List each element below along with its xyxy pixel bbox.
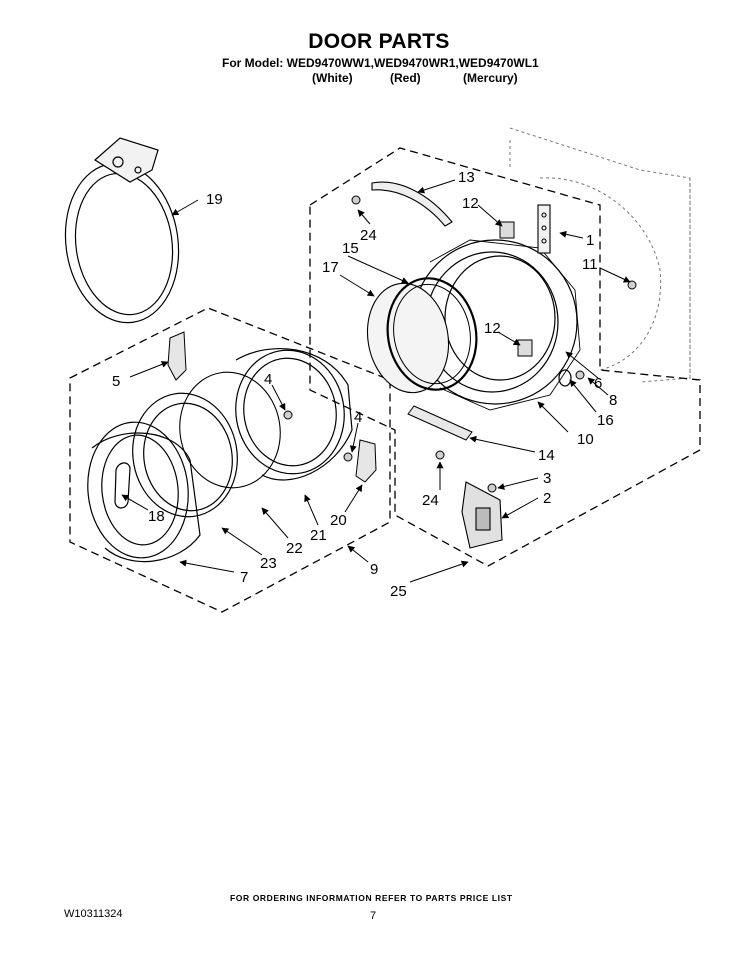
callout-19: 19 bbox=[206, 191, 223, 208]
inner-glass-22 bbox=[179, 371, 281, 489]
strike-12-upper bbox=[499, 221, 515, 239]
callout-2: 2 bbox=[543, 490, 551, 507]
document-number: W10311324 bbox=[64, 908, 123, 920]
door-window-18 bbox=[114, 462, 131, 509]
callout-25: 25 bbox=[390, 583, 407, 600]
door-assembly-box-25 bbox=[309, 147, 701, 567]
page-number: 7 bbox=[370, 910, 377, 922]
callout-24-lower: 24 bbox=[422, 492, 439, 509]
screws bbox=[283, 195, 637, 493]
callout-14: 14 bbox=[538, 447, 555, 464]
callout-12-upper: 12 bbox=[462, 195, 479, 212]
strike-12-lower bbox=[517, 339, 533, 357]
callout-16: 16 bbox=[597, 412, 614, 429]
leader-lines bbox=[121, 179, 631, 583]
callout-17: 17 bbox=[322, 259, 339, 276]
hinge-bracket-1 bbox=[537, 204, 551, 254]
callout-15: 15 bbox=[342, 240, 359, 257]
door-assembly-box-9 bbox=[69, 307, 391, 613]
callout-3: 3 bbox=[543, 470, 551, 487]
callout-23: 23 bbox=[260, 555, 277, 572]
seal-strip-14 bbox=[407, 405, 473, 441]
model-line: For Model: WED9470WW1,WED9470WR1,WED9470… bbox=[222, 56, 539, 70]
color-label-white: (White) bbox=[312, 71, 353, 85]
callout-18: 18 bbox=[148, 508, 165, 525]
color-label-red: (Red) bbox=[390, 71, 421, 85]
inner-door-21 bbox=[235, 348, 353, 481]
callout-1: 1 bbox=[586, 232, 594, 249]
dryer-cabinet-outline bbox=[509, 127, 691, 383]
hinge-cover-5 bbox=[167, 331, 187, 381]
callout-10: 10 bbox=[577, 431, 594, 448]
trim-ring-23 bbox=[132, 392, 238, 518]
color-label-mercury: (Mercury) bbox=[463, 71, 518, 85]
callout-13: 13 bbox=[458, 169, 475, 186]
callout-22: 22 bbox=[286, 540, 303, 557]
ordering-note: FOR ORDERING INFORMATION REFER TO PARTS … bbox=[230, 893, 513, 903]
rear-trim-ring bbox=[64, 137, 180, 324]
lock-switch-2 bbox=[461, 481, 503, 549]
bracket-20 bbox=[355, 439, 377, 483]
callout-4-right: 4 bbox=[354, 409, 362, 426]
door-glass-17 bbox=[366, 282, 450, 394]
callout-4-left: 4 bbox=[264, 371, 272, 388]
callout-11: 11 bbox=[582, 256, 598, 273]
door-gasket-15 bbox=[386, 277, 478, 391]
callout-20: 20 bbox=[330, 512, 347, 529]
outer-door-panel-7 bbox=[87, 421, 201, 563]
handle-13 bbox=[371, 181, 453, 227]
callout-21: 21 bbox=[310, 527, 327, 544]
washer-16 bbox=[558, 369, 572, 387]
callout-8: 8 bbox=[609, 392, 617, 409]
callout-5: 5 bbox=[112, 373, 120, 390]
callout-7: 7 bbox=[240, 569, 248, 586]
page-title: DOOR PARTS bbox=[308, 30, 450, 53]
callout-9: 9 bbox=[370, 561, 378, 578]
callout-24-upper: 24 bbox=[360, 227, 377, 244]
callout-12-lower: 12 bbox=[484, 320, 501, 337]
callout-6: 6 bbox=[594, 375, 602, 392]
